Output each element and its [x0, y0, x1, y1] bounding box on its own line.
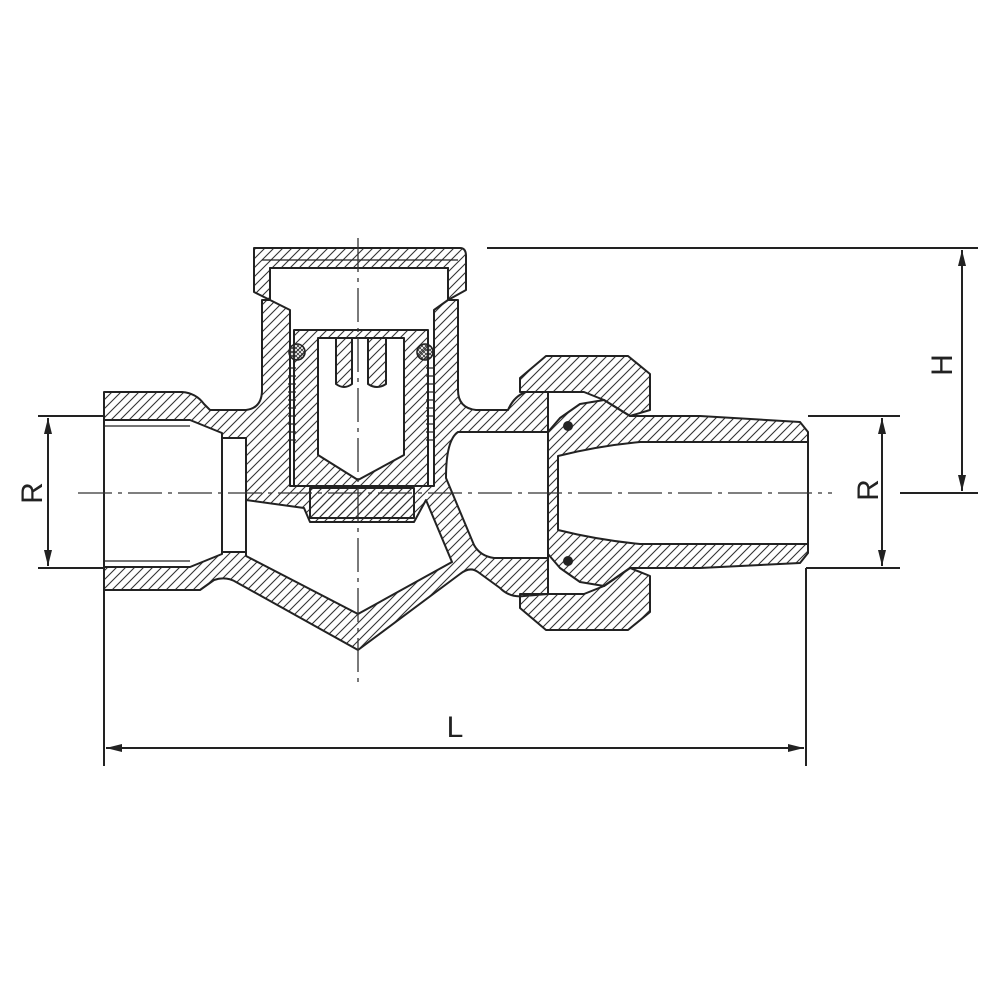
- insert-thread-left: [288, 367, 296, 441]
- outlet-passage: [445, 431, 549, 559]
- height-label: H: [926, 354, 959, 376]
- inlet-size-extension-lines: [38, 415, 104, 569]
- inlet-size-label: R: [16, 482, 49, 504]
- o-ring-left: [288, 343, 306, 361]
- outlet-size-label: R: [852, 479, 885, 501]
- insert-thread-right: [426, 367, 434, 441]
- length-label: L: [447, 711, 464, 744]
- insert-fin-right: [367, 337, 387, 388]
- length-extension-lines: [103, 568, 807, 766]
- tailpiece-seal-upper: [563, 421, 573, 431]
- inlet-thread-lines: [104, 425, 190, 562]
- insert-fin-left: [335, 337, 353, 388]
- height-extension-lines: [487, 247, 978, 494]
- tailpiece-seal-lower: [563, 556, 573, 566]
- o-ring-right: [416, 343, 434, 361]
- valve-seat: [309, 487, 415, 519]
- inlet-passage: [221, 437, 247, 553]
- lower-chamber: [245, 499, 453, 615]
- insert-inner-cavity: [317, 337, 405, 481]
- outlet-size-extension-lines: [806, 415, 900, 569]
